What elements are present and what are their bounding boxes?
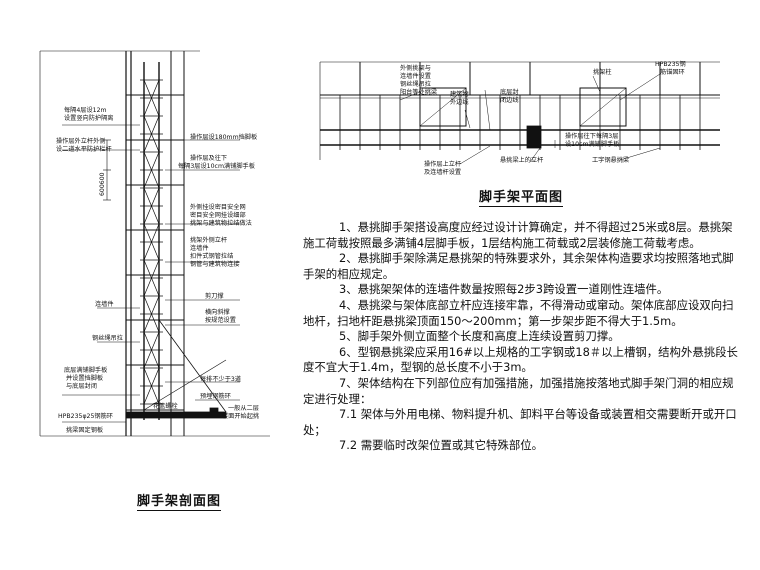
drawing-label: 闭边线	[500, 96, 519, 104]
drawing-label: 预埋钢筋环	[200, 392, 231, 400]
drawing-label: 操作层往下每隔3层	[565, 132, 618, 140]
drawing-label: 操作层及往下	[190, 154, 227, 162]
drawing-label: 扣件式钢管拉结	[190, 252, 233, 260]
drawing-label: 挑架外侧立杆	[190, 236, 227, 244]
drawing-label: 每隔3层设10cm满铺脚手板	[178, 162, 255, 170]
note-5: 5、脚手架外侧立面整个长度和高度上连续设置剪刀撑。	[339, 329, 620, 344]
drawing-label: 操作层上立杆	[424, 160, 461, 168]
drawing-label: 钢丝绳吊拉	[92, 334, 123, 342]
drawing-label: 设10cm满铺脚手板	[565, 140, 619, 148]
plan-view	[319, 61, 720, 165]
note-7-1: 7.1 架体与外用电梯、物料提升机、卸料平台等设备或装置相交需要断开或开口处；	[303, 407, 737, 437]
drawing-label: 挑架柱	[593, 68, 612, 76]
drawing-label: 设二道水平防护栏杆	[56, 145, 112, 153]
drawing-label: 挑梁固定钢板	[66, 426, 103, 434]
drawing-label: 连墙件	[95, 300, 114, 308]
drawing-label: 外侧挑架与	[400, 64, 431, 72]
section-view	[39, 50, 270, 437]
section-labels: 600600 每隔4层设12m 设置竖向防护隔离 操作层外立杆外侧 设二道水平防…	[56, 106, 259, 434]
drawing-label: 悬挑梁上的立杆	[500, 156, 543, 164]
note-3: 3、悬挑架架体的连墙件数量按照每2步3跨设置一道刚性连墙件。	[339, 282, 669, 297]
drawing-label: 连墙件	[190, 244, 209, 252]
drawing-label: 并设置挡脚板	[66, 374, 103, 382]
note-2: 2、悬挑脚手架除满足悬挑架的特殊要求外，其余架体构造要求均按照落地式脚手架的相应…	[303, 251, 734, 281]
drawing-label: 连墙件设置	[400, 72, 431, 80]
drawing-label: 工字钢悬挑梁	[592, 156, 629, 164]
note-7: 7、架体结构在下列部位应有加强措施，加强措施按落地式脚手架门洞的相应规定进行处理…	[303, 375, 734, 406]
drawing-label: 横向斜撑	[205, 308, 230, 316]
drawing-label: 每隔4层设12m	[64, 106, 107, 114]
drawing-label: 及连墙杆设置	[424, 168, 461, 176]
plan-cantilever-beams	[339, 95, 701, 150]
plan-labels: 外侧挑架与 连墙件设置 钢丝绳吊拉 阳台等处挑梁 建筑物 外边线 底层封 闭边线…	[400, 60, 686, 176]
drawing-label: 楼面开始起挑	[222, 412, 259, 420]
section-title: 脚手架剖面图	[137, 494, 222, 511]
drawing-label: 钢丝绳吊拉	[400, 80, 431, 88]
drawing-label: 钢管与建筑物连接	[190, 260, 240, 268]
drawing-label: 操作层设180mm挡脚板	[190, 133, 257, 141]
note-4: 4、悬挑梁与架体底部立杆应连接牢靠，不得滑动或窜动。架体底部应设双向扫地杆，扫地…	[303, 297, 734, 328]
drawing-label: 与底层封闭	[66, 382, 97, 390]
drawing-label: HPB235φ25钢筋环	[58, 412, 113, 420]
drawing-label: 外侧挂设密目安全网	[190, 203, 246, 211]
plan-title: 脚手架平面图	[479, 190, 564, 207]
drawing-label: 按规范设置	[205, 316, 236, 324]
dimension-label: 600600	[99, 172, 106, 196]
plan-columns	[359, 62, 701, 95]
note-6: 6、型钢悬挑梁应采用16#以上规格的工字钢或18＃以上槽钢，结构外悬挑段长度不宜…	[303, 344, 738, 375]
drawing-label: 设置竖向防护隔离	[64, 114, 114, 122]
drawing-label: 每排不少于3道	[200, 375, 241, 383]
diagonal-bracing	[143, 79, 160, 405]
drawing-label: 花篮螺栓	[153, 402, 178, 410]
construction-notes: 1、悬挑脚手架搭设高度应经过设计计算确定，并不得超过25米或8层。悬挑架施工荷载…	[303, 220, 743, 454]
drawing-label: 一般从二层	[228, 404, 259, 412]
drawing-label: HPB235钢	[655, 60, 686, 68]
drawing-label: 筋锚固环	[660, 68, 685, 76]
drawing-label: 操作层外立杆外侧	[56, 137, 106, 145]
drawing-label: 阳台等处挑梁	[400, 88, 437, 96]
note-7-2: 7.2 需要临时改架位置或其它特殊部位。	[339, 438, 543, 453]
plan-leaders	[399, 73, 661, 165]
drawing-label: 建筑物	[450, 90, 469, 98]
drawing-label: 剪刀撑	[205, 292, 224, 300]
drawing-label: 底层满铺脚手板	[64, 366, 107, 374]
drawing-label: 密目安全网挂设细部	[190, 211, 246, 219]
note-1: 1、悬挑脚手架搭设高度应经过设计计算确定，并不得超过25米或8层。悬挑架施工荷载…	[303, 220, 733, 250]
drawing-label: 外边线	[450, 98, 469, 106]
drawing-label: 底层封	[500, 88, 519, 96]
drawing-label: 挑架与建筑物拉结做法	[190, 219, 252, 227]
floor-slabs	[126, 94, 184, 411]
leader-lines	[62, 124, 240, 423]
